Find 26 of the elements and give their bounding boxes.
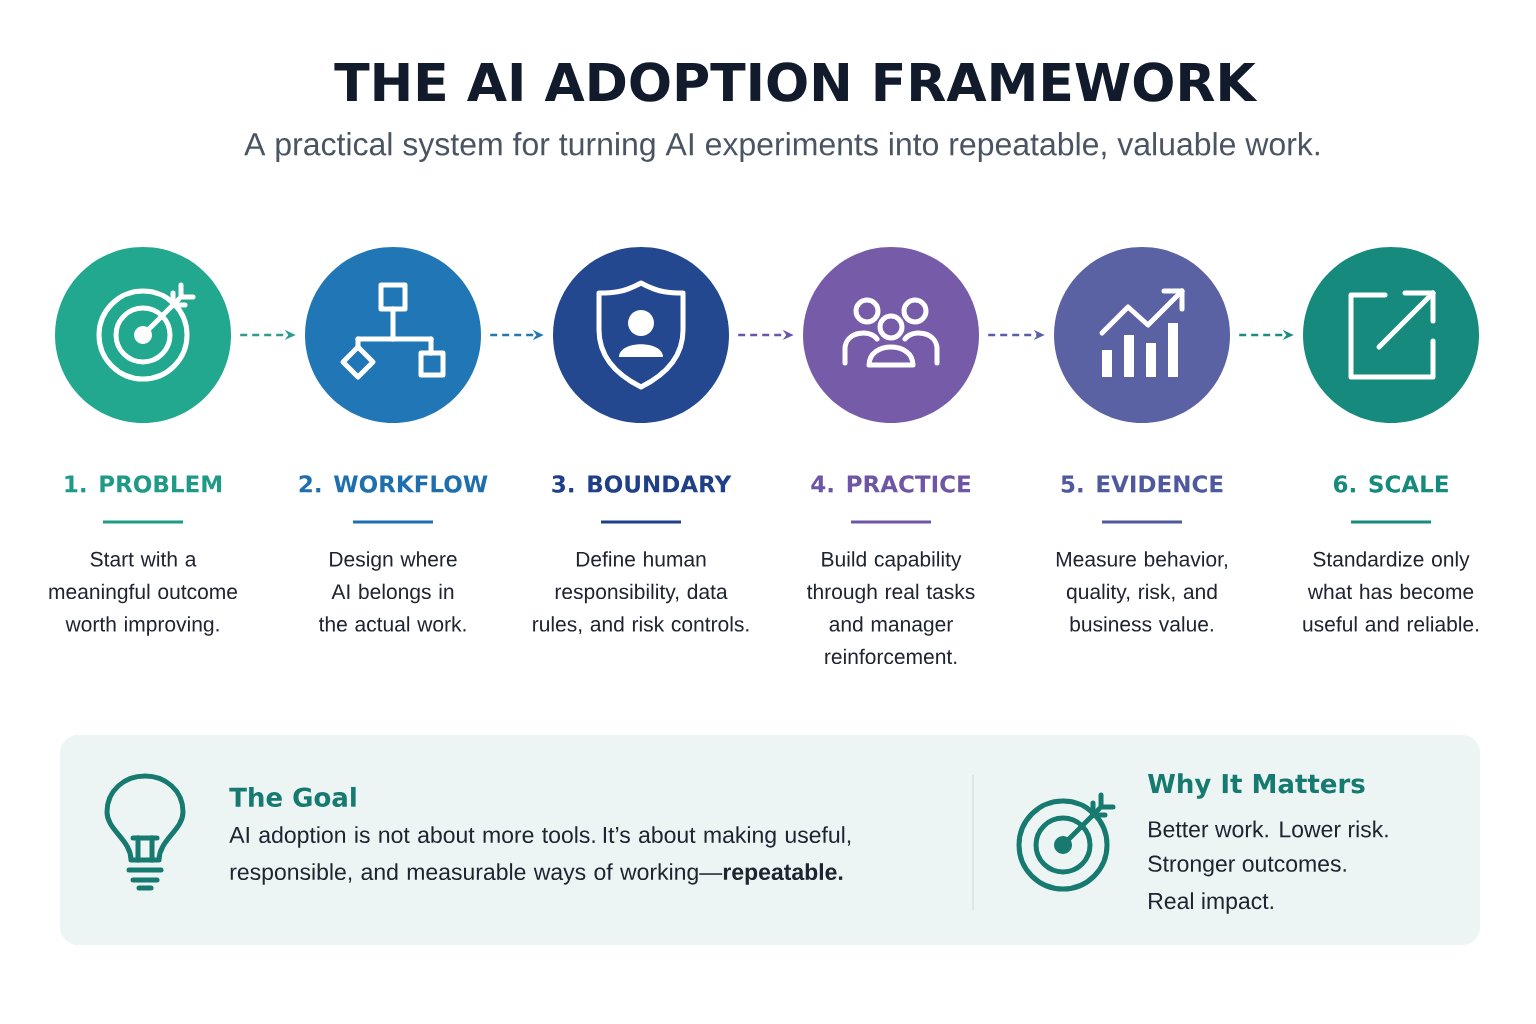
label: A practical system for turning AI experiments into repeatable, valuable work. xyxy=(244,132,1319,162)
step-circle xyxy=(803,247,979,423)
impact-text: Stronger outcomes. xyxy=(1148,855,1346,877)
step-circle xyxy=(1054,247,1230,423)
step-circle xyxy=(1303,247,1479,423)
panel-heading: The Goal xyxy=(229,786,356,808)
step-heading: 3. BOUNDARY xyxy=(552,475,732,493)
step-heading: 6. SCALE xyxy=(1333,475,1448,493)
goal-text: AI adoption is not about more tools. It’s about making useful, responsible, and measurable ways of working—repeatable. xyxy=(229,826,851,885)
impact-text: Better work. Lower risk. xyxy=(1149,820,1388,838)
step-circle xyxy=(553,247,729,423)
impact-text: Real impact. xyxy=(1149,892,1273,914)
step-heading: 1. PROBLEM xyxy=(65,475,222,493)
diagram-title: THE AI ADOPTION FRAMEWORK xyxy=(334,62,1258,102)
step-circle xyxy=(55,247,231,423)
step-heading: 2. WORKFLOW xyxy=(299,475,488,493)
step-heading: 4. PRACTICE xyxy=(811,475,971,493)
step-circle xyxy=(305,247,481,423)
step-description: Design where AI belongs in the actual work. xyxy=(318,551,466,632)
step-description: Standardize only what has become useful and reliable. xyxy=(1303,551,1479,632)
panel-heading: Why It Matters xyxy=(1148,773,1365,799)
step-description: Define human responsibility, data rules, and risk controls. xyxy=(533,551,749,635)
step-description: Start with a meaningful outcome worth improving. xyxy=(49,551,237,636)
step-description: Measure behavior, quality, risk, and business value. xyxy=(1056,551,1227,632)
step-description: Build capability through real tasks and manager reinforcement. xyxy=(807,551,975,665)
step-heading: 5. EVIDENCE xyxy=(1061,475,1223,493)
